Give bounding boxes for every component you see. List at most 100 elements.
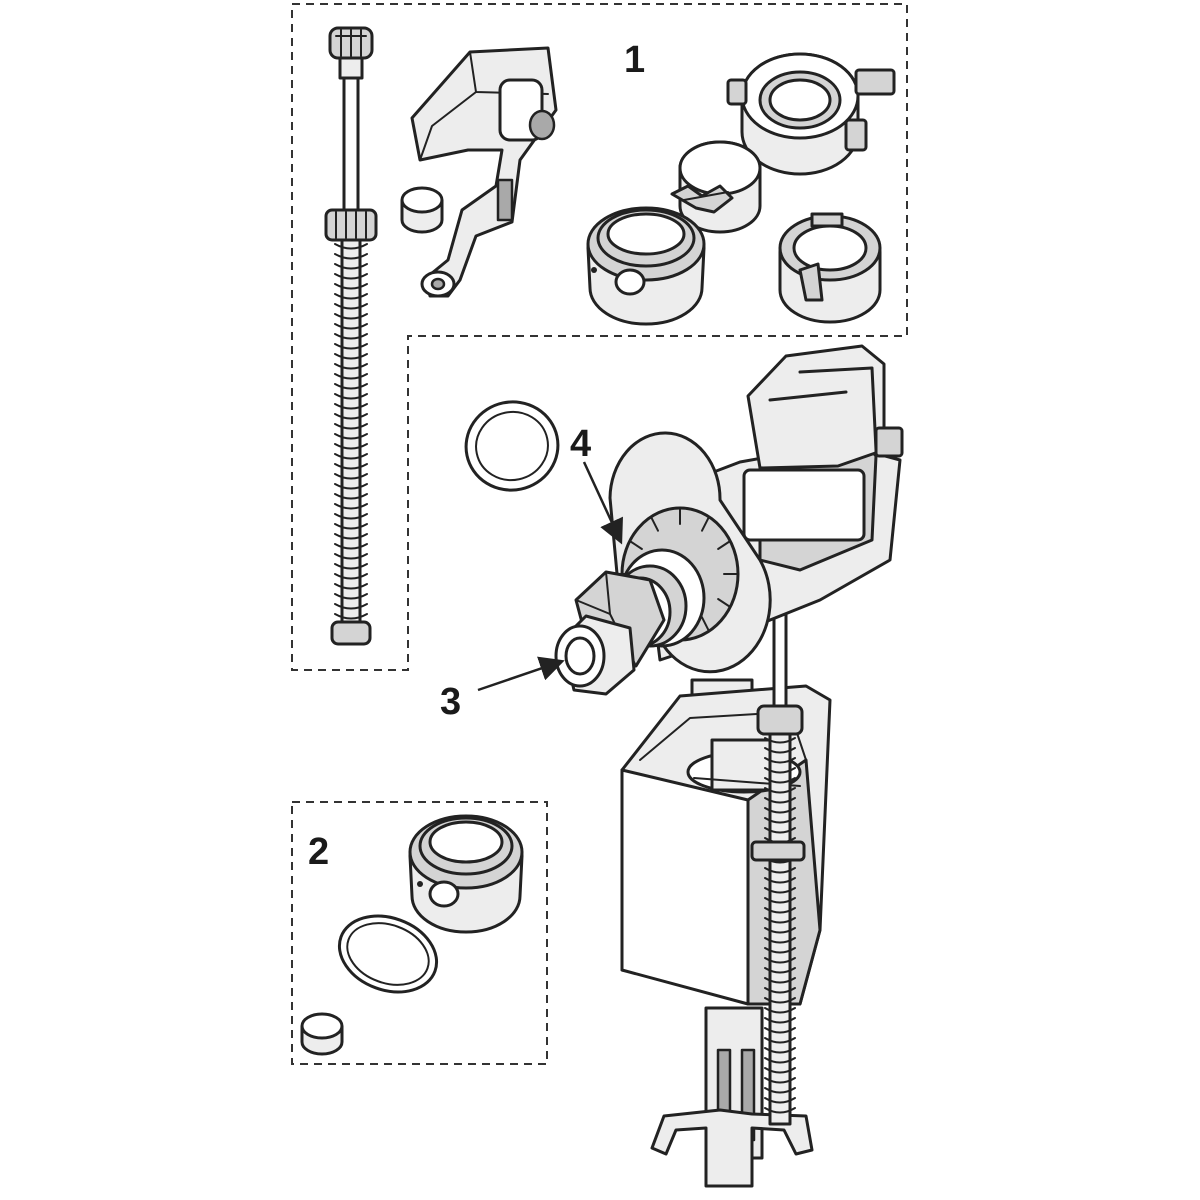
spring-coil: [764, 907, 796, 914]
small-cup-seal: [778, 212, 882, 324]
spring-coil: [334, 303, 368, 310]
o-ring-large: [464, 400, 560, 492]
collar-rib: [717, 540, 732, 550]
spring-coil: [334, 323, 368, 330]
spring-coil: [764, 887, 796, 894]
spring-coil: [764, 867, 796, 874]
spring-coil: [334, 593, 368, 600]
spring-coil: [334, 503, 368, 510]
spring-coil: [334, 613, 368, 620]
spring-coil: [764, 1067, 796, 1074]
spring-coil: [334, 473, 368, 480]
locking-ring: [726, 52, 896, 176]
spring-coil: [334, 403, 368, 410]
label-inlet-callout: 3: [440, 681, 461, 723]
spring-coil: [764, 787, 796, 794]
spring-coil: [334, 243, 368, 250]
spring-coil: [764, 1087, 796, 1094]
spring-coil: [334, 363, 368, 370]
spring-coil: [764, 877, 796, 884]
sealing-cap-large: [586, 206, 706, 326]
spring-coil: [334, 453, 368, 460]
collar-rib: [701, 515, 710, 532]
spring-coil: [764, 997, 796, 1004]
fill-valve-main-assembly: [554, 344, 904, 1188]
spring-coil: [334, 493, 368, 500]
spring-coil: [334, 443, 368, 450]
spring-coil: [334, 263, 368, 270]
spring-coil: [764, 1107, 796, 1114]
spring-coil: [764, 737, 796, 744]
spring-coil: [334, 533, 368, 540]
kit-2-filter-plug: [300, 1012, 344, 1056]
spring-coil: [334, 433, 368, 440]
spring-coil: [764, 777, 796, 784]
spring-coil: [334, 463, 368, 470]
spring-coil: [764, 1097, 796, 1104]
kit-1-frame: [291, 3, 908, 671]
spring-coil: [334, 563, 368, 570]
spring-coil: [764, 817, 796, 824]
label-seal-callout: 4: [570, 423, 591, 465]
spring-coil: [334, 343, 368, 350]
spring-coil: [764, 987, 796, 994]
float-lever-arm: [410, 46, 558, 298]
filter-plug: [400, 186, 444, 234]
spring-coil: [764, 917, 796, 924]
spring-coil: [334, 603, 368, 610]
kit-2-o-ring: [337, 914, 439, 994]
spring-coil: [764, 1047, 796, 1054]
spring-coil: [334, 373, 368, 380]
spring-coil: [334, 513, 368, 520]
collar-rib: [717, 598, 732, 608]
spring-coil: [764, 1017, 796, 1024]
spring-coil: [334, 583, 368, 590]
spring-coil: [334, 553, 368, 560]
label-kit-1: 1: [624, 39, 645, 81]
spring-coil: [764, 897, 796, 904]
spring-coil: [334, 393, 368, 400]
spring-coil: [764, 957, 796, 964]
float-rod-assembly: [324, 26, 378, 646]
spring-coil: [334, 483, 368, 490]
spring-coil: [764, 747, 796, 754]
spring-coil: [764, 797, 796, 804]
spring-coil: [334, 273, 368, 280]
spring-coil: [764, 1037, 796, 1044]
kit-2-frame: [291, 801, 548, 1065]
spring-coil: [334, 313, 368, 320]
spring-coil: [334, 413, 368, 420]
spring-coil: [334, 573, 368, 580]
spring-coil: [334, 423, 368, 430]
spring-coil: [334, 353, 368, 360]
spring-coil: [764, 827, 796, 834]
spring-coil: [334, 383, 368, 390]
collar-rib: [650, 515, 659, 532]
spring-coil: [764, 1077, 796, 1084]
collar-rib: [701, 616, 710, 633]
spring-coil: [334, 253, 368, 260]
spring-coil: [764, 1007, 796, 1014]
spring-coil: [764, 967, 796, 974]
label-kit-2: 2: [308, 831, 329, 873]
spring-coil: [764, 767, 796, 774]
spring-coil: [764, 937, 796, 944]
spring-coil: [764, 1057, 796, 1064]
spring-coil: [334, 523, 368, 530]
callout-arrow-4: [582, 461, 623, 545]
spring-coil: [334, 543, 368, 550]
spring-coil: [764, 1027, 796, 1034]
spring-coil: [764, 927, 796, 934]
collar-rib: [628, 540, 643, 550]
spring-coil: [334, 283, 368, 290]
callout-arrow-3: [477, 656, 565, 692]
spring-coil: [764, 947, 796, 954]
kit-2-sealing-cap: [408, 814, 524, 934]
spring-coil: [764, 977, 796, 984]
spring-coil: [764, 807, 796, 814]
spring-coil: [334, 333, 368, 340]
spring-coil: [334, 293, 368, 300]
spring-coil: [764, 757, 796, 764]
valve-diaphragm: [670, 140, 762, 234]
